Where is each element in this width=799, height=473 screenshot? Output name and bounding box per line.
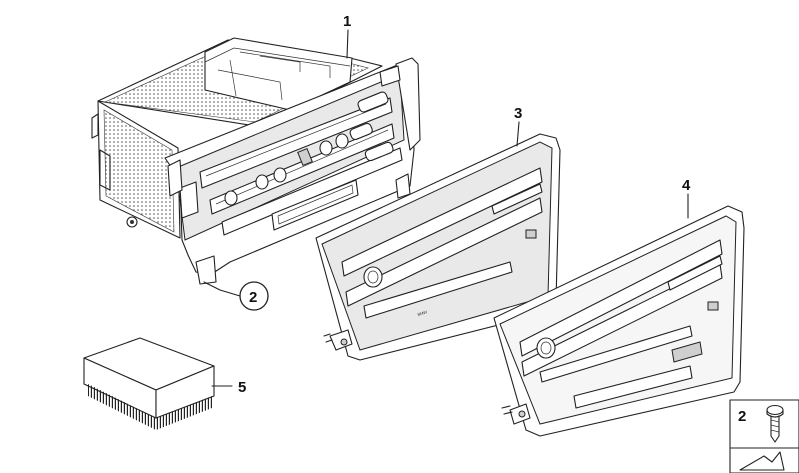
leader-lines — [203, 29, 689, 387]
trim-panel-3: BMW — [315, 133, 561, 361]
callout-5: 5 — [238, 379, 246, 396]
trim-panel-4 — [493, 205, 745, 437]
callout-2: 2 — [239, 281, 269, 311]
control-module-5 — [83, 337, 215, 430]
screw-legend: 2 — [729, 399, 799, 473]
callout-1: 1 — [343, 13, 351, 30]
radio-head-unit — [91, 37, 421, 285]
callout-3: 3 — [514, 105, 522, 122]
svg-text:BMW: BMW — [417, 309, 428, 317]
screw-icon — [766, 404, 784, 443]
callout-4: 4 — [682, 177, 691, 194]
arrow-icon — [739, 451, 785, 471]
callout-2-text: 2 — [249, 289, 257, 306]
legend-number: 2 — [738, 408, 746, 425]
